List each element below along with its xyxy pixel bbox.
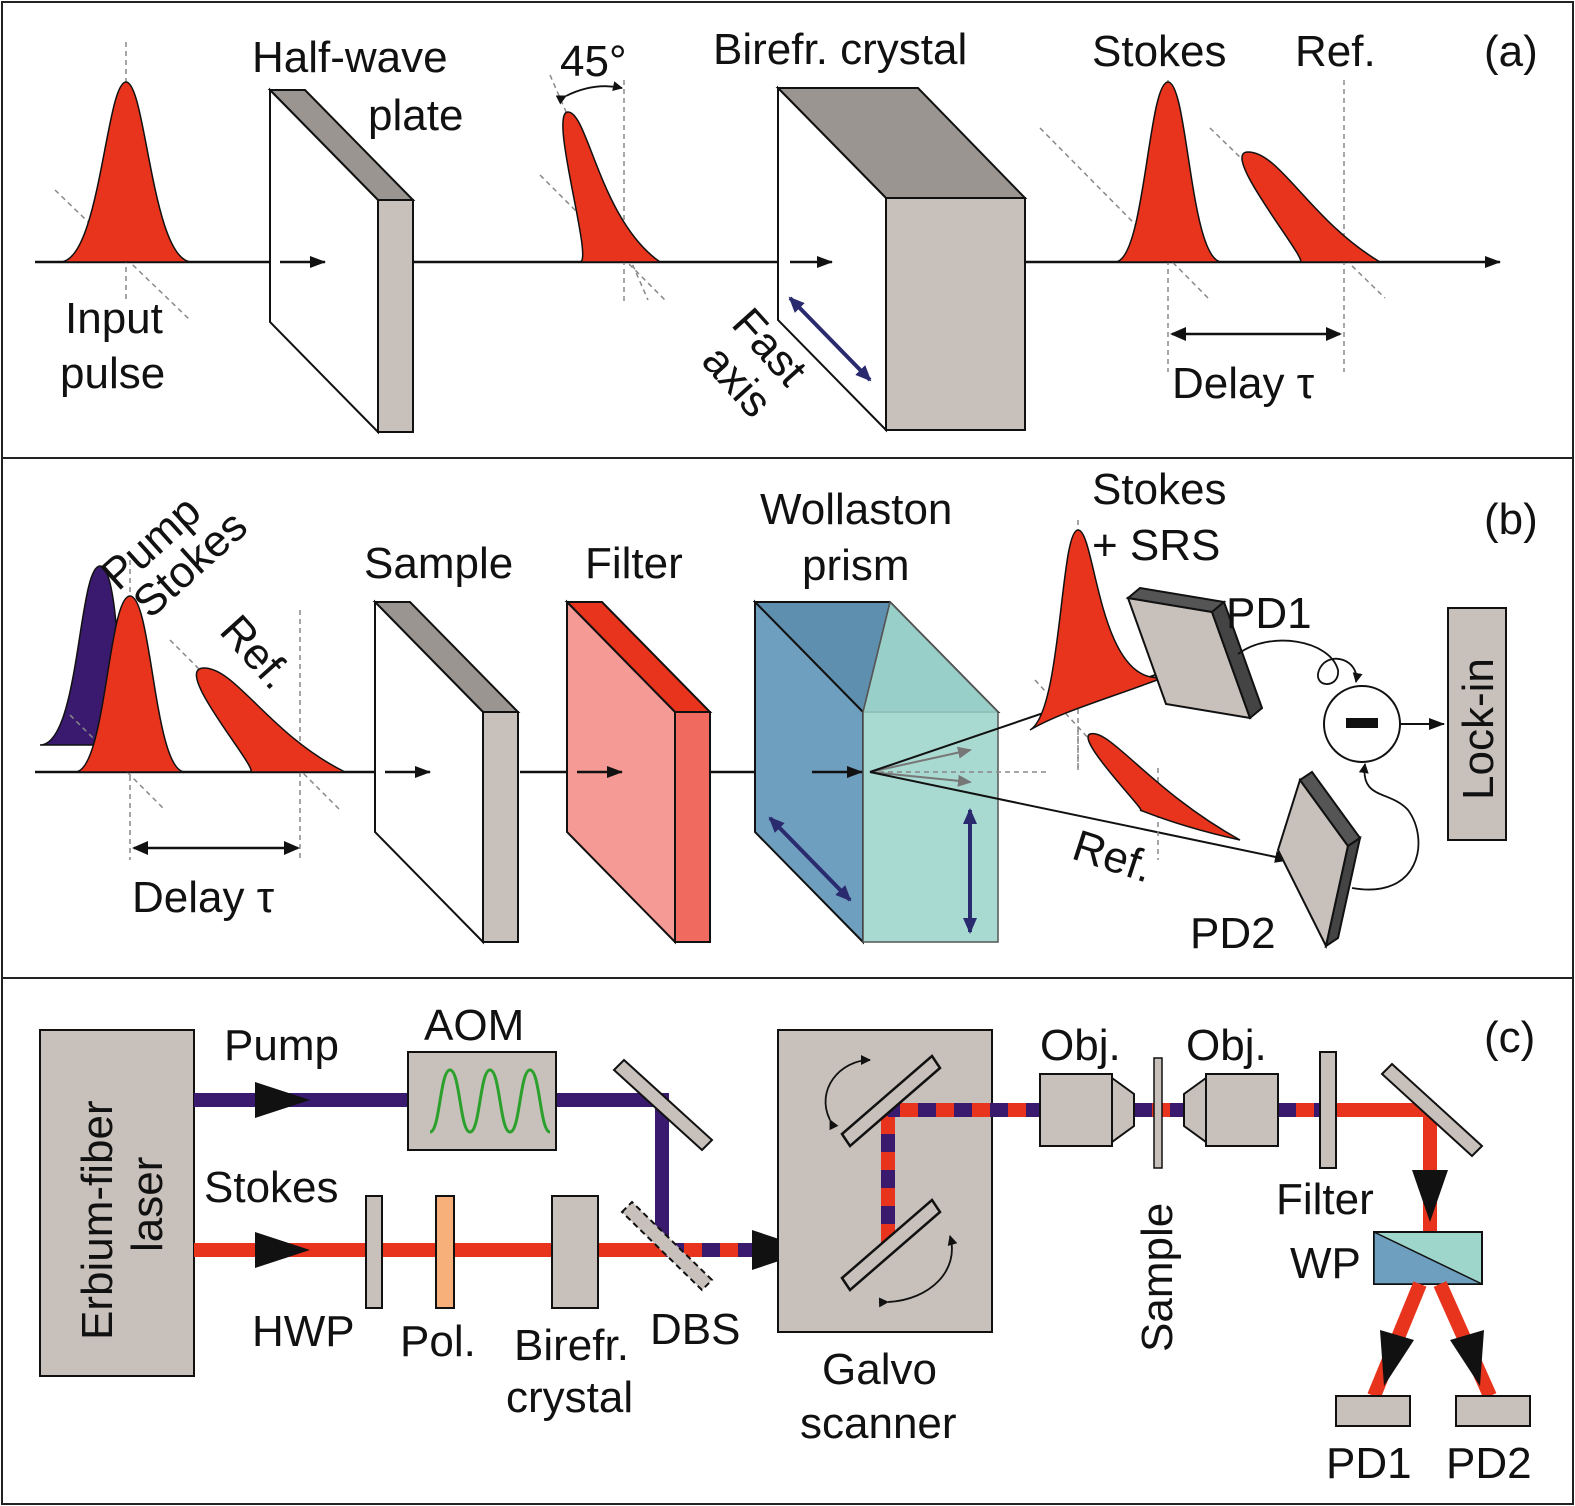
pump-arrow xyxy=(255,1082,310,1118)
half-wave-plate-label: Half-wave xyxy=(252,33,448,82)
pd1-wire xyxy=(1237,639,1363,685)
panel-c-frame xyxy=(1,977,1574,1505)
laser-label: laser xyxy=(123,1157,172,1252)
output-beam-down xyxy=(869,771,1291,863)
objective-1-tip xyxy=(1111,1076,1135,1144)
panel-a: (a) Input pulse Half-wave plate 45° Bire… xyxy=(35,25,1538,435)
birefr-label-c: Birefr. xyxy=(514,1321,629,1370)
pd1-label-c: PD1 xyxy=(1326,1439,1412,1488)
dbs-label: DBS xyxy=(650,1305,740,1354)
wollaston-axis-diag xyxy=(768,816,852,902)
sample-label-c: Sample xyxy=(1133,1203,1182,1352)
crystal-side xyxy=(885,197,1026,431)
obj2-label: Obj. xyxy=(1186,1021,1267,1070)
stokes-srs-pulse xyxy=(1029,529,1166,731)
sample-slide xyxy=(1153,1057,1163,1169)
wollaston-label: prism xyxy=(802,541,910,590)
stokes-arrow xyxy=(255,1232,310,1268)
objective-1-body xyxy=(1039,1073,1113,1147)
pd1-label-b: PD1 xyxy=(1226,589,1312,638)
filter-plate-side xyxy=(674,711,711,943)
lockin-box xyxy=(1447,607,1507,841)
pol-label: Pol. xyxy=(400,1317,476,1366)
delay-label-a: Delay τ xyxy=(1172,359,1315,408)
panel-b-tag: (b) xyxy=(1484,495,1538,544)
pump-mirror xyxy=(612,1058,714,1152)
stokes-pulse-a xyxy=(1114,81,1223,263)
galvo-rotation-2 xyxy=(878,1235,958,1308)
pd2-c xyxy=(1455,1395,1531,1427)
aom-label: AOM xyxy=(424,1001,524,1050)
delay-label-b: Delay τ xyxy=(132,873,275,922)
stokes-label-c: Stokes xyxy=(204,1163,339,1212)
obj1-label: Obj. xyxy=(1040,1021,1121,1070)
objective-2-body xyxy=(1205,1073,1279,1147)
laser-box xyxy=(39,1029,195,1377)
guide-line xyxy=(1039,127,1211,301)
pd1-c xyxy=(1335,1395,1411,1427)
minus-sign xyxy=(1346,718,1378,728)
pd2-label-c: PD2 xyxy=(1446,1439,1532,1488)
stokes-pulse-b xyxy=(74,595,186,773)
ref-label-out: Ref. xyxy=(1067,821,1159,893)
pd2-side2 xyxy=(1324,835,1362,949)
rotated-pulse xyxy=(562,111,663,263)
crystal-label: Birefr. crystal xyxy=(713,25,967,74)
galvo-label: Galvo xyxy=(822,1345,937,1394)
sample-label-b: Sample xyxy=(364,539,513,588)
panel-b: (b) Pump Stokes Ref. Delay τ Sample Filt… xyxy=(35,465,1538,958)
filter-label-b: Filter xyxy=(585,539,683,588)
input-pulse-label: pulse xyxy=(60,349,165,398)
fold-mirror xyxy=(1380,1062,1484,1158)
dbs-mirror xyxy=(620,1200,714,1292)
half-wave-plate-label: plate xyxy=(368,91,463,140)
angle-label: 45° xyxy=(560,37,627,86)
ref-pulse-out xyxy=(1087,732,1241,841)
split-beam-down-inner xyxy=(869,771,972,787)
split-beam-up-inner xyxy=(869,746,972,773)
laser-label: Erbium-fiber xyxy=(73,1100,122,1340)
ref-label-a: Ref. xyxy=(1295,27,1376,76)
wollaston-label: Wollaston xyxy=(760,485,952,534)
birefr-label-c: crystal xyxy=(506,1373,633,1422)
arrow-pd1 xyxy=(1380,1330,1414,1386)
ref-pulse-a xyxy=(1241,151,1383,263)
pd2-wire xyxy=(1351,763,1420,891)
birefr-crystal-c xyxy=(551,1195,599,1309)
objective-2-tip xyxy=(1183,1076,1207,1144)
input-pulse-label: Input xyxy=(65,294,163,343)
pump-label-c: Pump xyxy=(224,1021,339,1070)
wp-half xyxy=(1373,1230,1483,1285)
filter-c xyxy=(1319,1051,1337,1169)
galvo-rotation-1 xyxy=(824,1055,871,1131)
sample-plate-side xyxy=(482,711,519,943)
hwp-label: HWP xyxy=(252,1307,355,1356)
panel-a-tag: (a) xyxy=(1484,27,1538,76)
pd1-side xyxy=(1210,600,1264,720)
lockin-label: Lock-in xyxy=(1454,658,1503,800)
hwp xyxy=(365,1195,383,1309)
ref-pulse-b xyxy=(195,667,346,773)
filter-label-c: Filter xyxy=(1276,1175,1374,1224)
panel-c-tag: (c) xyxy=(1484,1013,1535,1062)
aom-box xyxy=(407,1051,557,1151)
galvo-label: scanner xyxy=(800,1399,957,1448)
angle-arc xyxy=(555,81,623,105)
half-wave-plate-side xyxy=(377,199,414,433)
panel-c: (c) Erbium-fiber laser Pump AOM Stokes H… xyxy=(39,1001,1535,1488)
aom-wave xyxy=(429,1068,551,1134)
stokes-srs-label: Stokes xyxy=(1092,465,1227,514)
wp-label: WP xyxy=(1290,1239,1361,1288)
guide-line xyxy=(539,174,666,301)
pd2-label-b: PD2 xyxy=(1190,909,1276,958)
fast-axis-arrow xyxy=(788,296,872,382)
polarizer xyxy=(435,1195,455,1309)
stokes-srs-label: + SRS xyxy=(1092,521,1220,570)
stokes-label-a: Stokes xyxy=(1092,27,1227,76)
input-pulse xyxy=(59,81,193,263)
arrow-pd2 xyxy=(1450,1330,1484,1386)
down-arrow xyxy=(1412,1170,1448,1222)
wollaston-interface xyxy=(862,601,891,713)
